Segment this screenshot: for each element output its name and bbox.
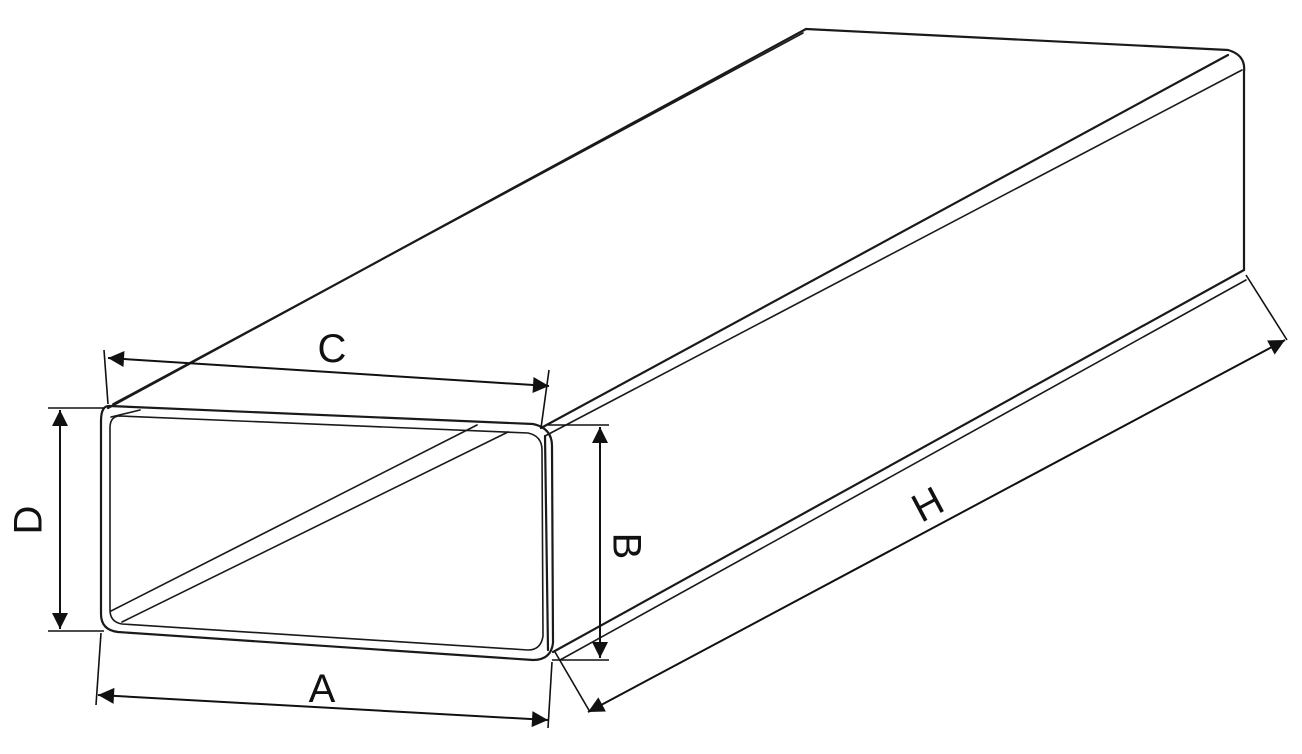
dimension-b: B — [548, 424, 648, 661]
dimension-a-extension-right — [547, 661, 553, 729]
duct-body — [106, 27, 1247, 661]
front-rim-outer — [99, 404, 555, 662]
interior-diagonal-lower — [121, 431, 509, 623]
side-face-bottom-edge — [551, 268, 1246, 654]
dimension-d-label: D — [7, 506, 51, 535]
front-right-vertical-edge — [543, 434, 550, 652]
dimension-a-extension-left — [95, 632, 102, 706]
interior-top-corner-line — [110, 409, 141, 418]
dimension-h-label: H — [905, 479, 951, 531]
dimension-c-line — [107, 351, 550, 393]
top-face-right-edge-inner — [544, 69, 1243, 437]
dimension-h-extension-near — [554, 651, 591, 713]
front-rim-inner — [109, 415, 544, 651]
dimension-c-extension-left — [103, 349, 109, 405]
top-face-left-edge-inner — [112, 32, 804, 405]
dimension-c: C — [103, 327, 550, 429]
side-face-bottom-edge-inner — [559, 279, 1247, 661]
interior-diagonal-upper — [110, 424, 478, 612]
dimension-a: A — [95, 632, 553, 729]
top-face-right-edge — [539, 53, 1230, 430]
dimension-h-line — [587, 339, 1286, 713]
dimension-d: D — [7, 407, 104, 632]
dimension-h-extension-far — [1245, 274, 1288, 341]
top-face-back-edge — [804, 27, 1246, 74]
dimension-a-line — [97, 687, 549, 728]
dimension-h: H — [554, 274, 1288, 713]
duct-front-opening — [99, 404, 555, 662]
dimension-c-extension-right — [540, 369, 550, 429]
dimension-a-label: A — [309, 667, 336, 711]
dimension-c-label: C — [318, 327, 347, 371]
dimension-b-label: B — [604, 533, 648, 560]
